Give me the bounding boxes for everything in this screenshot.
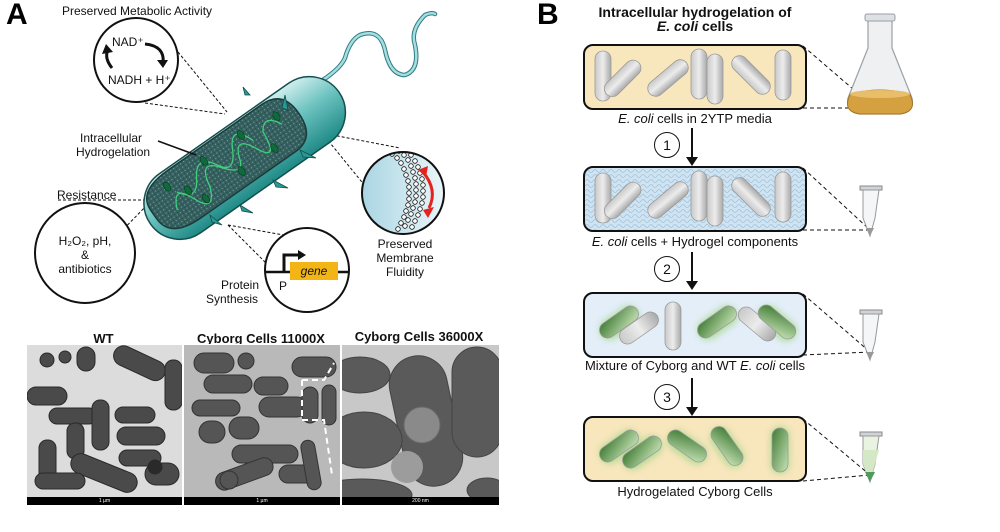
caption-rest: cells + Hydrogel components <box>627 234 799 249</box>
tube-icon-2 <box>859 309 883 362</box>
membrane-circle <box>361 151 445 235</box>
step-box-hydrogel-components <box>583 166 807 232</box>
bacterium-body <box>143 75 347 241</box>
panel-a-letter: A <box>6 0 28 31</box>
step-arrow-1 <box>686 128 698 166</box>
step-box-media <box>583 44 807 110</box>
step-arrow-2 <box>686 252 698 290</box>
tube-icon-1 <box>859 185 883 238</box>
panel-b-title-line1: Intracellular hydrogelation of <box>598 4 792 20</box>
step-caption-1: E. coli cells in 2YTP media <box>540 111 850 126</box>
caption-pre: Mixture of Cyborg and WT <box>584 358 741 373</box>
scale-bar-label: 1 µm <box>98 498 111 504</box>
protein-synthesis-circle <box>264 227 350 313</box>
title-species: E. coli <box>656 18 699 34</box>
micrograph-title-11000x: Cyborg Cells 11000X <box>197 331 325 346</box>
pili <box>209 86 317 226</box>
bacterium-diagram <box>34 10 445 313</box>
step-box-mixture <box>583 292 807 358</box>
scale-bar-label: 200 nm <box>412 498 429 504</box>
step-number-2: 2 <box>654 256 680 282</box>
protein-synthesis-line2: Synthesis <box>206 292 259 306</box>
resistance-line3: antibiotics <box>58 262 112 276</box>
rod-cells-wt <box>594 48 792 105</box>
scale-bar-36000x: 200 nm <box>342 497 499 505</box>
step-box-hydrogelated <box>583 416 807 482</box>
micrograph-cyborg-36000x: 200 nm <box>341 344 500 506</box>
scale-bar-wt: 1 µm <box>27 497 182 505</box>
panel-b-vessels <box>802 13 914 484</box>
step-arrow-3 <box>686 378 698 416</box>
micrograph-cyborg-11000x: 1 µm <box>183 344 341 506</box>
nad-plus-label: NAD⁺ <box>112 35 144 49</box>
panel-b-title-line2: E. coli cells <box>585 19 805 34</box>
micrograph-wt-cells <box>27 345 182 505</box>
flask-icon <box>846 13 914 115</box>
caption-rest: cells in 2YTP media <box>653 111 772 126</box>
resistance-line2: & <box>80 248 89 262</box>
caption-species: E. coli <box>618 111 654 126</box>
rod-cells-mixture <box>598 301 798 351</box>
rod-cells-hydrogelated <box>598 426 790 474</box>
membrane-label-line3: Fluidity <box>385 265 424 279</box>
micrograph-wt: 1 µm <box>26 344 183 506</box>
metabolic-activity-label: Preserved Metabolic Activity <box>62 4 213 18</box>
membrane-label-line2: Membrane <box>376 251 434 265</box>
micrograph-title-36000x: Cyborg Cells 36000X <box>354 329 484 344</box>
resistance-label: Resistance <box>57 188 117 202</box>
step-caption-4: Hydrogelated Cyborg Cells <box>540 484 850 499</box>
step-number-3: 3 <box>654 384 680 410</box>
gene-box <box>290 262 338 280</box>
resistance-circle <box>34 202 136 304</box>
membrane-label-line1: Preserved <box>377 237 433 251</box>
rod-cells-in-hydrogel <box>585 168 805 230</box>
metabolic-circle <box>93 17 179 103</box>
hydrogelation-label-line2: Hydrogelation <box>76 145 151 159</box>
gene-label: gene <box>300 264 328 278</box>
micrograph-title-wt: WT <box>93 331 114 346</box>
protein-synthesis-line1: Protein <box>221 278 260 292</box>
panel-b-letter: B <box>537 0 559 31</box>
hydrogelation-label-line1: Intracellular <box>80 131 143 145</box>
scale-bar-label: 1 µm <box>256 498 268 504</box>
micrograph-36000x-cells <box>342 345 499 505</box>
caption-rest: Hydrogelated Cyborg Cells <box>617 484 773 499</box>
micrograph-11000x-cells <box>184 345 340 505</box>
step-number-1: 1 <box>654 132 680 158</box>
caption-species: E. coli <box>591 234 628 249</box>
title-rest: cells <box>698 18 734 34</box>
promoter-label: P <box>279 279 288 293</box>
step-caption-2: E. coli cells + Hydrogel components <box>540 234 850 249</box>
scale-bar-11000x: 1 µm <box>184 497 340 505</box>
resistance-line1: H₂O₂, pH, <box>58 234 112 248</box>
caption-rest: cells <box>775 358 806 373</box>
tube-icon-3 <box>859 431 883 484</box>
caption-species: E. coli <box>740 358 776 373</box>
nadh-label: NADH + H⁺ <box>108 73 171 87</box>
step-caption-3: Mixture of Cyborg and WT E. coli cells <box>540 358 850 373</box>
